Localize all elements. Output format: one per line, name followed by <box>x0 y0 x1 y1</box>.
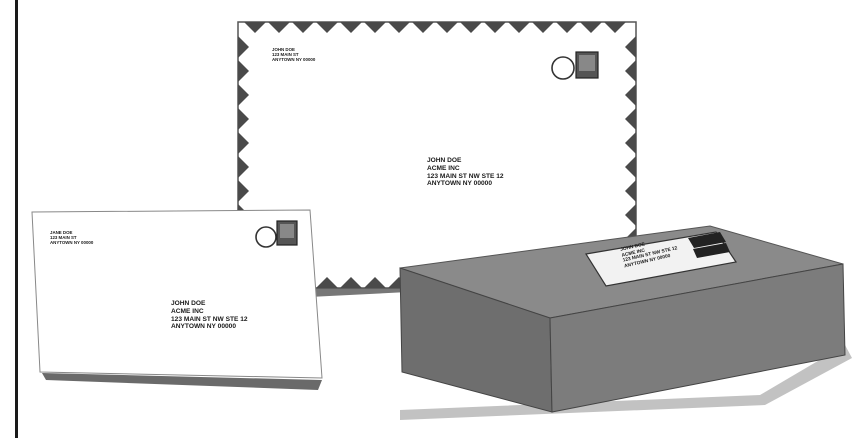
small-envelope-return-address: JANE DOE 123 MAIN ST ANYTOWN NY 00000 <box>50 230 93 246</box>
address-line: JOHN DOE <box>171 300 248 308</box>
postmark-circle <box>552 57 574 79</box>
address-line: ANYTOWN NY 00000 <box>50 240 93 245</box>
large-envelope-return-address: JOHN DOE 123 MAIN ST ANYTOWN NY 00000 <box>272 47 315 63</box>
address-line: ACME INC <box>427 165 504 173</box>
address-line: ANYTOWN NY 00000 <box>171 323 248 331</box>
large-envelope-delivery-address: JOHN DOE ACME INC 123 MAIN ST NW STE 12 … <box>427 157 504 188</box>
address-line: ACME INC <box>171 308 248 316</box>
address-line: 123 MAIN ST NW STE 12 <box>171 316 248 324</box>
small-envelope-delivery-address: JOHN DOE ACME INC 123 MAIN ST NW STE 12 … <box>171 300 248 331</box>
postmark-circle-small <box>256 227 276 247</box>
address-line: ANYTOWN NY 00000 <box>272 57 315 62</box>
address-line: 123 MAIN ST NW STE 12 <box>427 173 504 181</box>
address-line: JOHN DOE <box>427 157 504 165</box>
left-border-line <box>15 0 18 438</box>
address-line: ANYTOWN NY 00000 <box>427 180 504 188</box>
